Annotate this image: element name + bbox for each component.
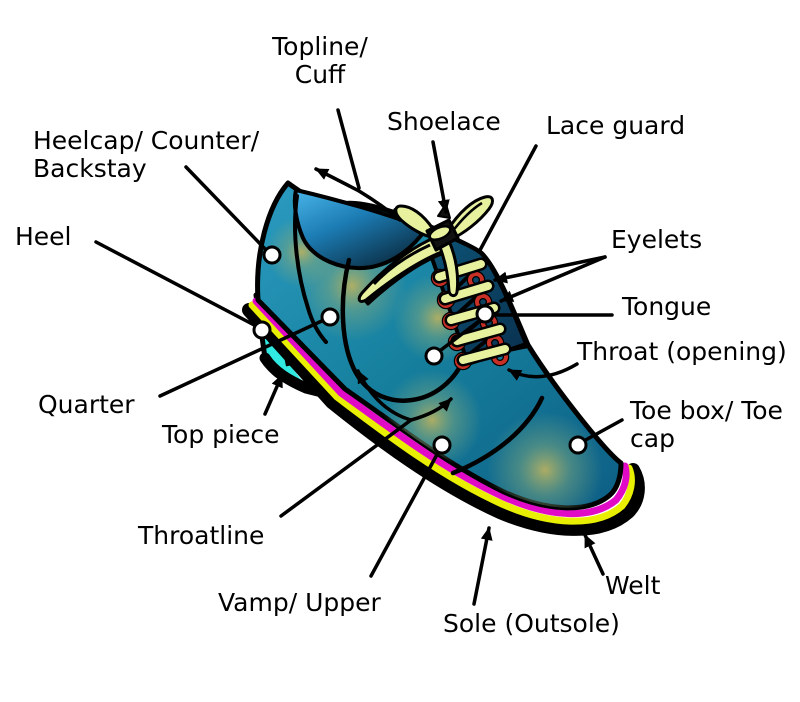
- top-piece-layer: [259, 352, 344, 402]
- label-throatline: Throatline: [138, 521, 265, 550]
- arrow-welt: [583, 533, 605, 576]
- leader-tongue: [435, 313, 614, 355]
- arrow-throat: [507, 362, 579, 381]
- arrow-eyelets-upper: [493, 255, 607, 284]
- arrow-topline-span-right: [357, 189, 402, 222]
- leader-quarter: [158, 317, 328, 398]
- leader-lines: [94, 108, 624, 606]
- leader-toe-box: [580, 418, 624, 444]
- anchor-dot-toe-cap: [568, 435, 588, 455]
- leader-throatline: [279, 418, 413, 518]
- label-top-piece: Top piece: [162, 420, 280, 449]
- label-sole: Sole (Outsole): [443, 609, 620, 638]
- label-heelcap: Heelcap/ Counter/ Backstay: [33, 126, 260, 183]
- label-toe-box: Toe box/ Toe cap: [630, 396, 783, 453]
- leader-topline: [336, 108, 361, 190]
- arrow-throatline-left: [356, 369, 413, 422]
- label-throat: Throat (opening): [577, 337, 787, 366]
- toe-cap-seam: [450, 395, 545, 476]
- arrow-eyelets-lower: [499, 255, 607, 303]
- throatline-seam: [340, 257, 465, 403]
- arrow-shoelace: [431, 140, 450, 214]
- anchor-dot-vamp: [432, 435, 452, 455]
- anchor-dot-tongue-upper: [475, 304, 495, 324]
- anchor-dots: [252, 245, 588, 455]
- arrow-sole: [472, 526, 493, 606]
- sole-yellow-stripe: [248, 301, 635, 525]
- welt-magenta-stripe: [252, 297, 630, 517]
- label-tongue: Tongue: [622, 292, 712, 321]
- label-quarter: Quarter: [38, 390, 135, 419]
- leader-vamp: [369, 447, 442, 578]
- anchor-dot-heel: [252, 320, 272, 340]
- label-eyelets: Eyelets: [611, 225, 703, 254]
- heelcap-seam: [293, 194, 328, 344]
- leader-heelcap: [184, 165, 270, 254]
- arrow-topline-span-left: [314, 167, 361, 193]
- arrow-top-piece: [263, 373, 284, 416]
- label-welt: Welt: [605, 571, 661, 600]
- anchor-dot-quarter: [320, 307, 340, 327]
- collar-opening: [292, 188, 428, 270]
- leader-heel: [94, 240, 260, 329]
- arrow-throatline-right: [409, 397, 453, 422]
- label-lace-guard: Lace guard: [546, 111, 686, 140]
- anchor-dot-tongue-lower: [424, 346, 444, 366]
- label-topline: Topline/ Cuff: [272, 32, 368, 89]
- label-vamp: Vamp/ Upper: [218, 588, 381, 617]
- shoelace-bow: [357, 195, 494, 306]
- label-shoelace: Shoelace: [387, 107, 501, 136]
- leader-lace-guard: [477, 144, 538, 254]
- anchor-dot-heelcap: [262, 245, 282, 265]
- label-heel: Heel: [15, 222, 72, 251]
